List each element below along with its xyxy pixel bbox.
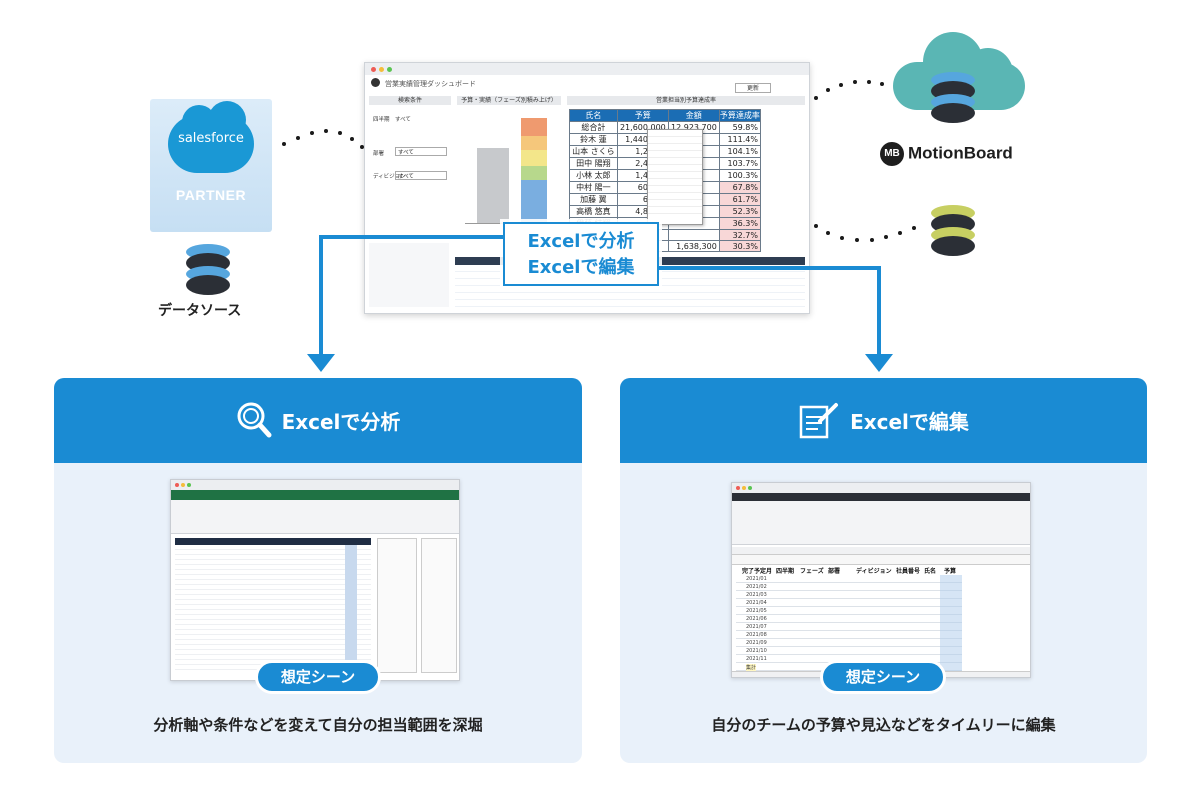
callout-analyze: Excelで分析 bbox=[527, 231, 635, 252]
edit-grid[interactable]: 2021/01 2021/02 2021/03 2021/04 2021/05 … bbox=[736, 575, 962, 671]
edit-grid-header: 完了予定月 四半期 フェーズ 部署 ディビジョン 社員番号 氏名 予算 bbox=[742, 568, 957, 575]
dashboard-logo-icon bbox=[371, 78, 380, 87]
card-edit-description: 自分のチームの予算や見込などをタイムリーに編集 bbox=[711, 716, 1056, 734]
excel-analyze-screenshot bbox=[170, 479, 460, 681]
card-edit: Excelで編集 完了予定月 四半期 フェーズ 部署 ディビジョン 社員番号 氏… bbox=[620, 378, 1147, 763]
scene-pill-analyze: 想定シーン bbox=[255, 660, 381, 694]
card-analyze-header: Excelで分析 bbox=[54, 378, 582, 463]
conditions-panel-header: 検索条件 bbox=[369, 96, 451, 105]
filter-dept-label: 部署 bbox=[373, 151, 385, 157]
cloud-database-icon bbox=[931, 72, 975, 123]
magnifier-icon bbox=[237, 402, 272, 437]
card-analyze-title: Excelで分析 bbox=[281, 410, 401, 434]
mb-mark-icon: MB bbox=[880, 142, 904, 166]
chart-panel-header: 予算・実績（フェーズ別積み上げ） bbox=[457, 96, 561, 105]
dashboard-title: 営業実績管理ダッシュボード bbox=[385, 80, 476, 88]
table-panel-header: 営業担当別予算達成率 bbox=[567, 96, 805, 105]
callout-edit: Excelで編集 bbox=[527, 257, 635, 278]
filter-quarter-value[interactable]: すべて bbox=[395, 117, 411, 123]
card-edit-title: Excelで編集 bbox=[850, 410, 969, 434]
salesforce-cloud-icon: salesforce bbox=[168, 101, 254, 173]
partner-label: PARTNER bbox=[175, 187, 247, 203]
filter-division-select[interactable]: すべて bbox=[395, 171, 447, 180]
external-database-icon bbox=[931, 205, 975, 256]
salesforce-logo-text: salesforce bbox=[178, 131, 244, 146]
excel-callout: Excelで分析 Excelで編集 bbox=[503, 222, 659, 286]
col-budget: 予算 bbox=[616, 109, 669, 122]
excel-edit-screenshot: 完了予定月 四半期 フェーズ 部署 ディビジョン 社員番号 氏名 予算 2021… bbox=[731, 482, 1031, 678]
motionboard-logo-text: MotionBoard bbox=[908, 143, 1013, 163]
col-rate: 予算達成率 bbox=[718, 109, 762, 122]
col-name: 氏名 bbox=[569, 109, 618, 122]
update-button[interactable]: 更新 bbox=[735, 83, 771, 93]
datasource-database-icon bbox=[186, 244, 230, 295]
edit-document-icon bbox=[799, 402, 839, 438]
chart-bar-budget bbox=[477, 148, 509, 223]
filter-quarter-label: 四半期 bbox=[373, 117, 390, 123]
col-amount: 金額 bbox=[667, 109, 720, 122]
datasource-label: データソース bbox=[158, 303, 242, 319]
card-analyze-description: 分析軸や条件などを変えて自分の担当範囲を深堀 bbox=[153, 716, 483, 734]
salesforce-partner-badge: salesforce PARTNER bbox=[150, 99, 272, 232]
card-edit-header: Excelで編集 bbox=[620, 378, 1147, 463]
context-menu[interactable] bbox=[647, 129, 703, 225]
scene-pill-edit: 想定シーン bbox=[820, 660, 946, 694]
card-analyze: Excelで分析 想定シーン 分析軸や条件などを変えて自分の担当範囲を深堀 bbox=[54, 378, 582, 763]
filter-division-label: ディビジョン bbox=[373, 174, 406, 180]
filter-dept-select[interactable]: すべて bbox=[395, 147, 447, 156]
